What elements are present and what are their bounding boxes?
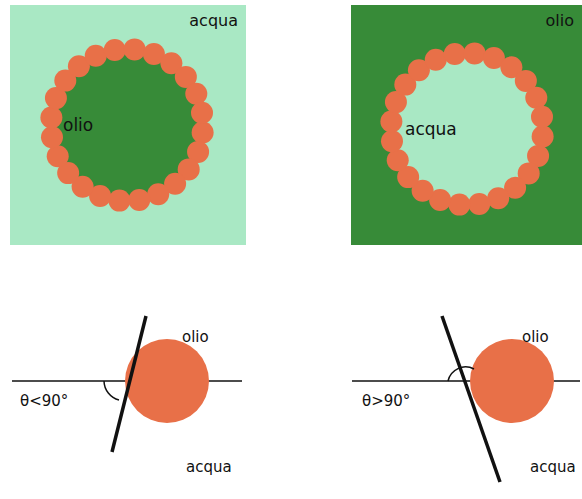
- phase-label: acqua: [189, 11, 238, 30]
- particle-dot: [425, 49, 447, 71]
- particle-dot: [532, 126, 554, 148]
- phase-label: olio: [182, 328, 209, 346]
- particle-dot: [192, 122, 214, 144]
- particle-dot: [85, 45, 107, 67]
- particle-dot: [128, 189, 150, 211]
- particle-dot: [468, 193, 490, 215]
- particle-dot: [487, 187, 509, 209]
- particle-dot: [387, 149, 409, 171]
- phase-label: acqua: [530, 458, 576, 476]
- particle-dot: [47, 145, 69, 167]
- particle-dot: [41, 126, 63, 148]
- particle: [470, 339, 554, 423]
- angle-arc: [448, 367, 474, 381]
- particle-dot: [380, 110, 402, 132]
- particle-dot: [191, 102, 213, 124]
- phase-panel: acqua olio: [10, 5, 246, 245]
- particle-dot: [381, 130, 403, 152]
- particle-dot: [464, 42, 486, 64]
- right-particle: [352, 316, 580, 482]
- phase-label: acqua: [186, 458, 232, 476]
- phase-label: acqua: [405, 119, 457, 139]
- tangent-line: [112, 316, 146, 452]
- phase-label: olio: [63, 115, 93, 135]
- particle-dot: [185, 83, 207, 105]
- particle-dot: [104, 39, 126, 61]
- surfactant-ring: [351, 5, 582, 245]
- phase-label: olio: [546, 11, 574, 30]
- tangent-line: [442, 316, 500, 482]
- particle-dot: [525, 87, 547, 109]
- particle-dot: [147, 183, 169, 205]
- angle-arc: [104, 381, 119, 400]
- particle-dot: [531, 106, 553, 128]
- particle-dot: [40, 106, 62, 128]
- contact-angle: θ>90°: [362, 392, 410, 410]
- particle-dot: [108, 190, 130, 212]
- contact-angle: θ<90°: [20, 392, 68, 410]
- phase-panel: olio acqua: [351, 5, 582, 245]
- surfactant-ring: [10, 5, 246, 245]
- circle-fill: [391, 53, 543, 205]
- circle-fill: [51, 49, 203, 201]
- particle-dot: [444, 43, 466, 65]
- particle-dot: [448, 194, 470, 216]
- left-particle: [12, 316, 242, 452]
- particle-dot: [124, 38, 146, 60]
- phase-label: olio: [522, 328, 549, 346]
